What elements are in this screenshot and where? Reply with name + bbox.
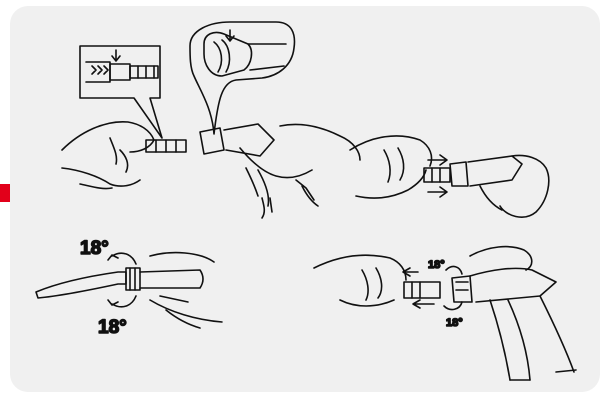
- angle-label-right-top: 18°: [428, 259, 445, 271]
- step-4-disconnect: [313, 245, 577, 381]
- zoom-bubble-connector-detail: [79, 45, 163, 139]
- angle-label-left-top: 18°: [80, 238, 109, 259]
- step-1-hand-hose-connector: [61, 121, 187, 190]
- step-3-rotate-nozzle: [35, 251, 223, 329]
- step-1-gun-coupling: [189, 21, 361, 219]
- step-2-push-connect: [349, 135, 550, 218]
- angle-label-right-bottom: 18°: [446, 317, 463, 329]
- section-marker: [0, 184, 10, 202]
- angle-label-left-bottom: 18°: [98, 317, 127, 338]
